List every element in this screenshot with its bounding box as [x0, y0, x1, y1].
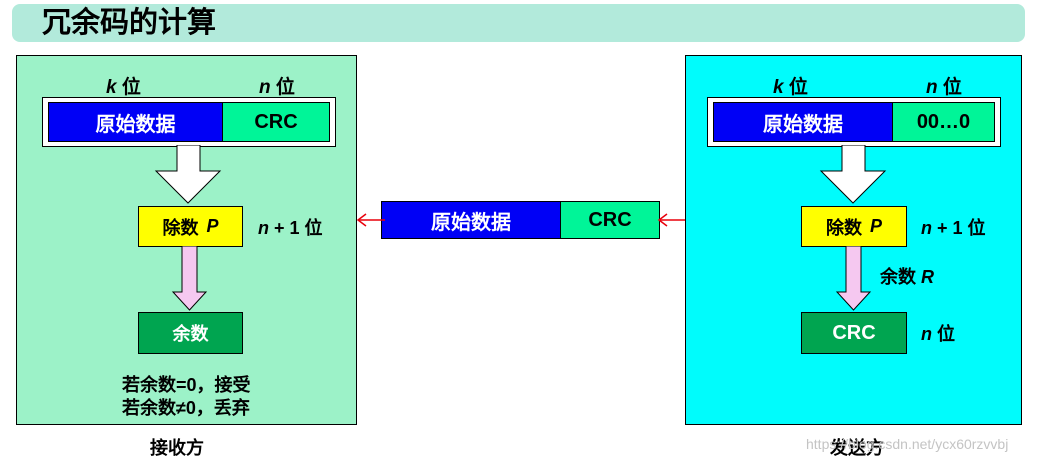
arrow-from-sender-icon [657, 213, 685, 227]
receiver-discard-rule: 若余数≠0，丢弃 [122, 398, 250, 418]
receiver-accept-rule: 若余数=0，接受 [122, 375, 251, 395]
sender-n-bits-label: n 位 [926, 77, 962, 98]
receiver-caption: 接收方 [150, 438, 204, 458]
sender-down-arrow-pink [835, 246, 872, 311]
receiver-frame: 原始数据 CRC [42, 97, 336, 147]
sender-remainder-label: 余数 R [880, 267, 935, 287]
transmitted-data-cell: 原始数据 [382, 202, 560, 238]
receiver-k-bits-label: k 位 [106, 77, 141, 98]
title-bar: 冗余码的计算 [12, 4, 1025, 42]
sender-down-arrow-white [819, 145, 887, 204]
sender-crc-box: CRC [801, 312, 907, 354]
sender-crc-length: n 位 [921, 324, 956, 344]
receiver-data-cell: 原始数据 [49, 103, 222, 141]
sender-k-bits-label: k 位 [773, 77, 808, 98]
transmitted-frame: 原始数据 CRC [381, 201, 660, 239]
arrow-to-receiver-icon [356, 213, 385, 227]
page-title: 冗余码的计算 [42, 7, 217, 39]
watermark: https://blog.csdn.net/ycx60rzvvbj [806, 436, 1009, 452]
sender-divisor-length: n + 1 位 [921, 218, 986, 238]
sender-zeros-cell: 00…0 [892, 103, 994, 141]
sender-caption: 发送方 [830, 438, 884, 458]
receiver-remainder-box: 余数 [138, 312, 243, 354]
transmitted-crc-cell: CRC [560, 202, 659, 238]
receiver-crc-cell: CRC [222, 103, 329, 141]
receiver-down-arrow-white [154, 145, 222, 204]
receiver-divisor-length: n + 1 位 [258, 218, 323, 238]
sender-frame: 原始数据 00…0 [707, 97, 1001, 147]
sender-data-cell: 原始数据 [714, 103, 892, 141]
receiver-down-arrow-pink [171, 246, 208, 311]
receiver-n-bits-label: n 位 [259, 77, 295, 98]
